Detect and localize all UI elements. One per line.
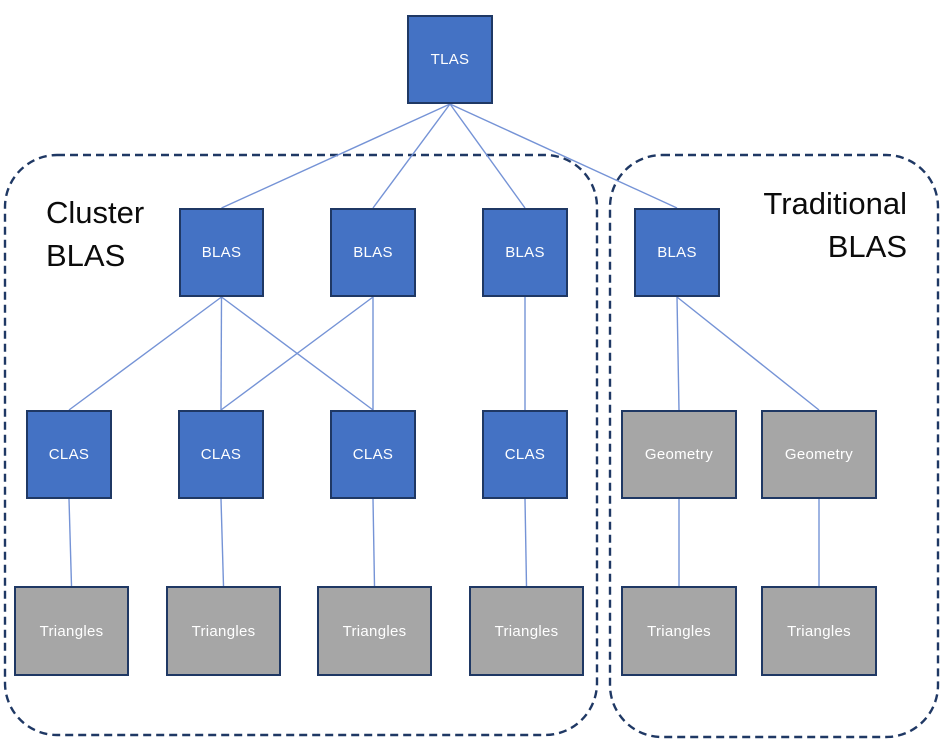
tri1-node: Triangles <box>14 586 129 676</box>
geom2-node: Geometry <box>761 410 877 499</box>
clas3-node: CLAS <box>330 410 416 499</box>
blas3-label: BLAS <box>505 244 545 261</box>
cluster-blas-container <box>3 153 599 737</box>
blas1-node: BLAS <box>179 208 264 297</box>
tri2-node: Triangles <box>166 586 281 676</box>
clas1-node: CLAS <box>26 410 112 499</box>
edge-clas1-tri1 <box>68 498 73 587</box>
clas2-label: CLAS <box>200 446 242 463</box>
tri6-node: Triangles <box>761 586 877 676</box>
geom1-node: Geometry <box>621 410 737 499</box>
edge-tlas-blas2 <box>372 103 451 209</box>
blas1-label: BLAS <box>201 244 242 261</box>
edge-tlas-blas1 <box>221 103 451 209</box>
edge-clas2-tri2 <box>220 498 225 587</box>
edge-clas3-tri3 <box>372 498 376 587</box>
tri3-label: Triangles <box>342 622 407 640</box>
tri1-label: Triangles <box>39 622 104 640</box>
tri5-label: Triangles <box>647 622 711 640</box>
blas2-label: BLAS <box>353 244 393 261</box>
tri4-label: Triangles <box>494 622 559 640</box>
traditional-blas-label: Traditional BLAS <box>763 186 907 264</box>
blas3-node: BLAS <box>482 208 568 297</box>
edge-blas4-geom2 <box>676 296 820 411</box>
edge-blas2-clas2 <box>220 296 374 411</box>
geom2-label: Geometry <box>784 446 854 463</box>
geom1-label: Geometry <box>644 446 714 463</box>
tri2-label: Triangles <box>191 622 256 640</box>
edge-blas1-clas1 <box>68 296 222 411</box>
tlas-label: TLAS <box>430 51 470 68</box>
cluster-blas-label: Cluster BLAS <box>46 195 145 273</box>
tri4-node: Triangles <box>469 586 584 676</box>
blas2-node: BLAS <box>330 208 416 297</box>
edge-tlas-blas4 <box>449 103 678 209</box>
clas4-node: CLAS <box>482 410 568 499</box>
tri3-node: Triangles <box>317 586 432 676</box>
blas4-node: BLAS <box>634 208 720 297</box>
tri5-node: Triangles <box>621 586 737 676</box>
tri6-label: Triangles <box>787 622 851 640</box>
edge-tlas-blas3 <box>449 103 526 209</box>
clas1-label: CLAS <box>48 446 90 463</box>
edge-blas4-geom1 <box>676 296 680 411</box>
edge-blas1-clas2 <box>220 296 223 411</box>
clas2-node: CLAS <box>178 410 264 499</box>
clas4-label: CLAS <box>504 446 546 463</box>
traditional-blas-container <box>608 153 940 739</box>
clas3-label: CLAS <box>352 446 394 463</box>
edge-clas4-tri4 <box>524 498 528 587</box>
blas4-label: BLAS <box>657 244 697 261</box>
tlas-node: TLAS <box>407 15 493 104</box>
